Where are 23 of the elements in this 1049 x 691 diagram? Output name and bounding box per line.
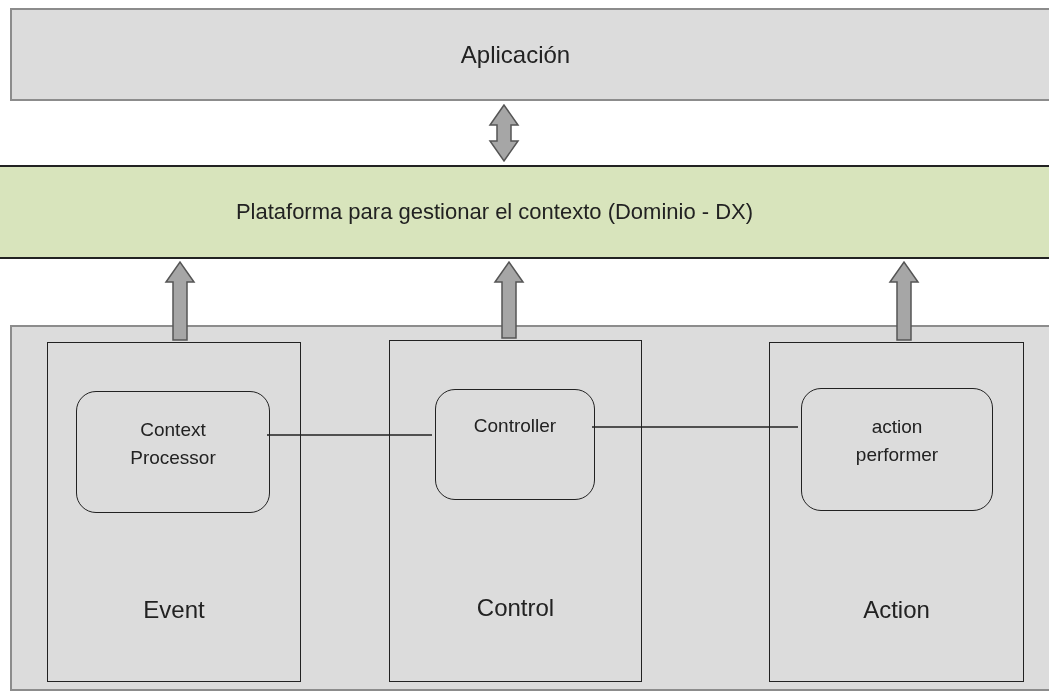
layer-band xyxy=(10,8,1049,101)
node-label: Control xyxy=(475,593,556,623)
node-label: Aplicación xyxy=(459,39,572,70)
block-arrow xyxy=(888,260,920,341)
component-panel xyxy=(389,340,642,682)
node-label: action performer xyxy=(854,415,940,467)
module-box xyxy=(76,391,270,513)
node-label: Action xyxy=(862,595,931,625)
connector-line xyxy=(591,426,799,428)
block-arrow xyxy=(493,260,525,339)
component-panel xyxy=(769,342,1024,682)
module-box xyxy=(435,389,595,500)
block-arrow xyxy=(164,260,196,341)
double-arrow xyxy=(488,103,520,163)
connector-line xyxy=(266,434,433,436)
node-label: Plataforma para gestionar el contexto (Dominio - DX) xyxy=(234,198,755,227)
node-label: Controller xyxy=(472,414,558,438)
layer-background xyxy=(10,325,1049,691)
module-box xyxy=(801,388,993,511)
node-label: Event xyxy=(142,595,206,625)
node-label: Context Processor xyxy=(129,418,217,470)
component-panel xyxy=(47,342,301,682)
platform-band xyxy=(0,165,1049,259)
